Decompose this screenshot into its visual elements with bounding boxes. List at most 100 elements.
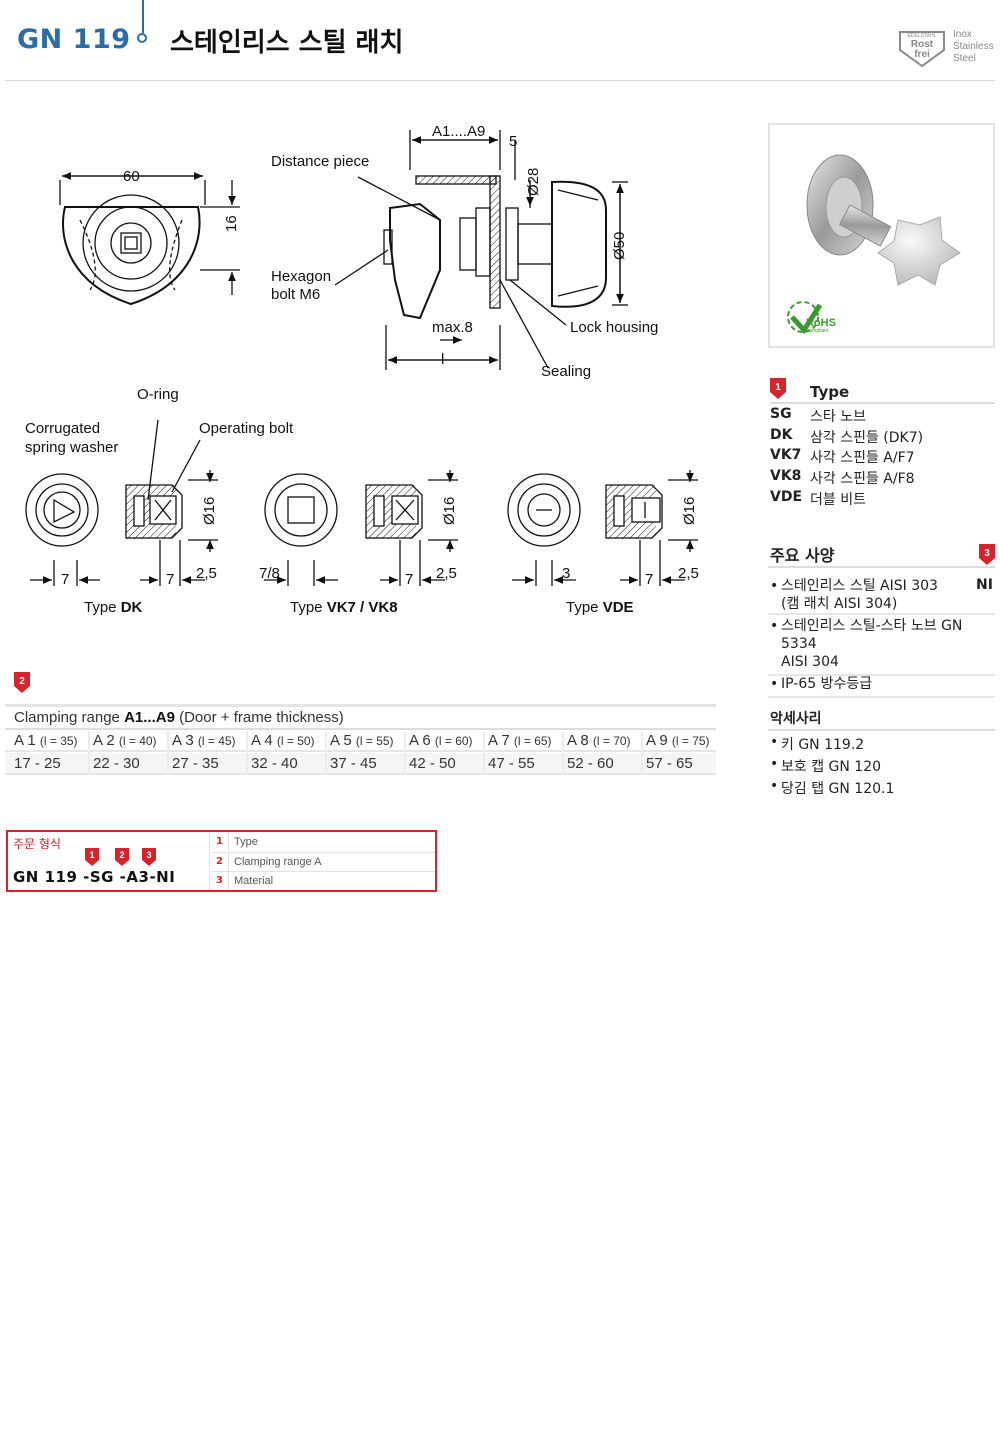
- order-badges: 1 2 3: [85, 848, 156, 866]
- dim-7-dk: 7: [61, 571, 69, 588]
- clamping-header-cell: A 7 (l = 65): [488, 732, 552, 749]
- spec-item-3: IP-65 방수등급: [768, 673, 995, 698]
- rostfrei-logo: EDELSTAHL Rost frei: [899, 31, 945, 68]
- svg-text:3: 3: [146, 850, 151, 860]
- rohs-icon: RoHS compliant: [787, 301, 836, 335]
- svg-text:2: 2: [19, 676, 25, 687]
- specs-heading: 주요 사양 3: [768, 540, 995, 568]
- label-bolt-m6: bolt M6: [271, 286, 320, 303]
- page-title: 스테인리스 스틸 래치: [170, 28, 404, 58]
- badge-1-icon: 1: [770, 378, 786, 399]
- column-separator: [325, 731, 327, 775]
- caption-type-vk: Type VK7 / VK8: [290, 599, 398, 616]
- svg-text:RoHS: RoHS: [806, 317, 836, 329]
- dim-60: 60: [123, 168, 140, 185]
- spec-item-1: 스테인리스 스틸 AISI 303(캠 래치 AISI 304): [768, 575, 968, 616]
- material-note: Inox Stainless Steel: [953, 29, 994, 64]
- dim-7-dk-b: 7: [166, 571, 174, 588]
- svg-text:1: 1: [775, 382, 781, 393]
- clamping-header-row: [5, 730, 716, 752]
- clamping-header-cell: A 5 (l = 55): [330, 732, 394, 749]
- clamping-table-title: Clamping range A1...A9 (Door + frame thi…: [5, 704, 716, 730]
- clamping-header-cell: A 2 (l = 40): [93, 732, 157, 749]
- dim-2-5-vde: 2,5: [678, 565, 699, 582]
- dim-3: 3: [562, 565, 570, 582]
- dim-l: l: [441, 351, 444, 368]
- dim-2-5-vk: 2,5: [436, 565, 457, 582]
- label-sealing: Sealing: [541, 363, 591, 380]
- order-divider: [209, 832, 210, 890]
- label-o-ring: O-ring: [137, 386, 179, 403]
- svg-text:frei: frei: [914, 49, 930, 60]
- caption-type-vde: Type VDE: [566, 599, 634, 616]
- order-example-box: [6, 830, 437, 892]
- accessory-item: 키 GN 119.2: [768, 732, 995, 754]
- clamping-value-cell: 57 - 65: [646, 755, 693, 772]
- dim-max8: max.8: [432, 319, 473, 336]
- svg-text:1: 1: [89, 850, 94, 860]
- label-hexagon: Hexagon: [271, 268, 331, 285]
- clamping-value-cell: 47 - 55: [488, 755, 535, 772]
- product-photo: RoHS compliant: [768, 123, 995, 348]
- clamping-header-cell: A 3 (l = 45): [172, 732, 236, 749]
- label-distance-piece: Distance piece: [271, 153, 369, 170]
- dim-5: 5: [509, 133, 517, 150]
- clamping-header-cell: A 1 (l = 35): [14, 732, 78, 749]
- label-spring-washer: spring washer: [25, 439, 118, 456]
- label-corrugated: Corrugated: [25, 420, 100, 437]
- svg-text:EDELSTAHL: EDELSTAHL: [908, 33, 937, 39]
- clamping-value-cell: 22 - 30: [93, 755, 140, 772]
- column-separator: [483, 731, 485, 775]
- clamping-header-cell: A 6 (l = 60): [409, 732, 473, 749]
- column-separator: [641, 731, 643, 775]
- svg-text:compliant: compliant: [807, 328, 829, 334]
- clamping-header-cell: A 8 (l = 70): [567, 732, 631, 749]
- column-separator: [167, 731, 169, 775]
- label-lock-housing: Lock housing: [570, 319, 658, 336]
- clamping-header-cell: A 4 (l = 50): [251, 732, 315, 749]
- svg-text:2: 2: [119, 850, 124, 860]
- order-code: GN 119 -SG -A3-NI: [13, 868, 176, 886]
- clamping-value-row: [5, 753, 716, 775]
- column-separator: [404, 731, 406, 775]
- dim-dia-28: Ø28: [525, 168, 542, 196]
- type-heading: 1 Type: [770, 378, 995, 404]
- svg-text:Rost: Rost: [911, 39, 934, 50]
- accessories-heading: 악세사리: [768, 706, 995, 731]
- header-accent-dot: [137, 33, 147, 43]
- dim-dia-16-dk: Ø16: [201, 497, 218, 525]
- dim-dia-16-vde: Ø16: [681, 497, 698, 525]
- clamping-value-cell: 52 - 60: [567, 755, 614, 772]
- clamping-header-cell: A 9 (l = 75): [646, 732, 710, 749]
- dim-7-vde: 7: [645, 571, 653, 588]
- clamping-value-cell: 27 - 35: [172, 755, 219, 772]
- header-accent-line: [142, 0, 144, 33]
- type-heading-text: Type: [810, 383, 850, 401]
- column-separator: [246, 731, 248, 775]
- clamping-value-cell: 37 - 45: [330, 755, 377, 772]
- badge-2-icon: 2: [14, 672, 30, 693]
- product-code: GN 119: [17, 24, 131, 55]
- caption-type-dk: Type DK: [84, 599, 143, 616]
- accessory-item: 당김 탭 GN 120.1: [768, 776, 995, 798]
- accessory-item: 보호 캡 GN 120: [768, 754, 995, 776]
- order-label: 주문 형식: [13, 837, 61, 851]
- badge-3-icon: 3: [979, 544, 995, 565]
- clamping-value-cell: 42 - 50: [409, 755, 456, 772]
- column-separator: [88, 731, 90, 775]
- technical-drawing: 60 16 Distance piece Hexagon bolt M6 A1.…: [25, 123, 699, 616]
- header-divider: [5, 80, 995, 81]
- dim-dia-50: Ø50: [611, 232, 628, 260]
- dim-a-range: A1....A9: [432, 123, 485, 140]
- dim-16: 16: [223, 215, 240, 232]
- column-separator: [562, 731, 564, 775]
- label-operating-bolt: Operating bolt: [199, 420, 294, 437]
- dim-2-5-dk: 2,5: [196, 565, 217, 582]
- spec-divider: [768, 613, 995, 615]
- clamping-value-cell: 17 - 25: [14, 755, 61, 772]
- dim-7-vk: 7: [405, 571, 413, 588]
